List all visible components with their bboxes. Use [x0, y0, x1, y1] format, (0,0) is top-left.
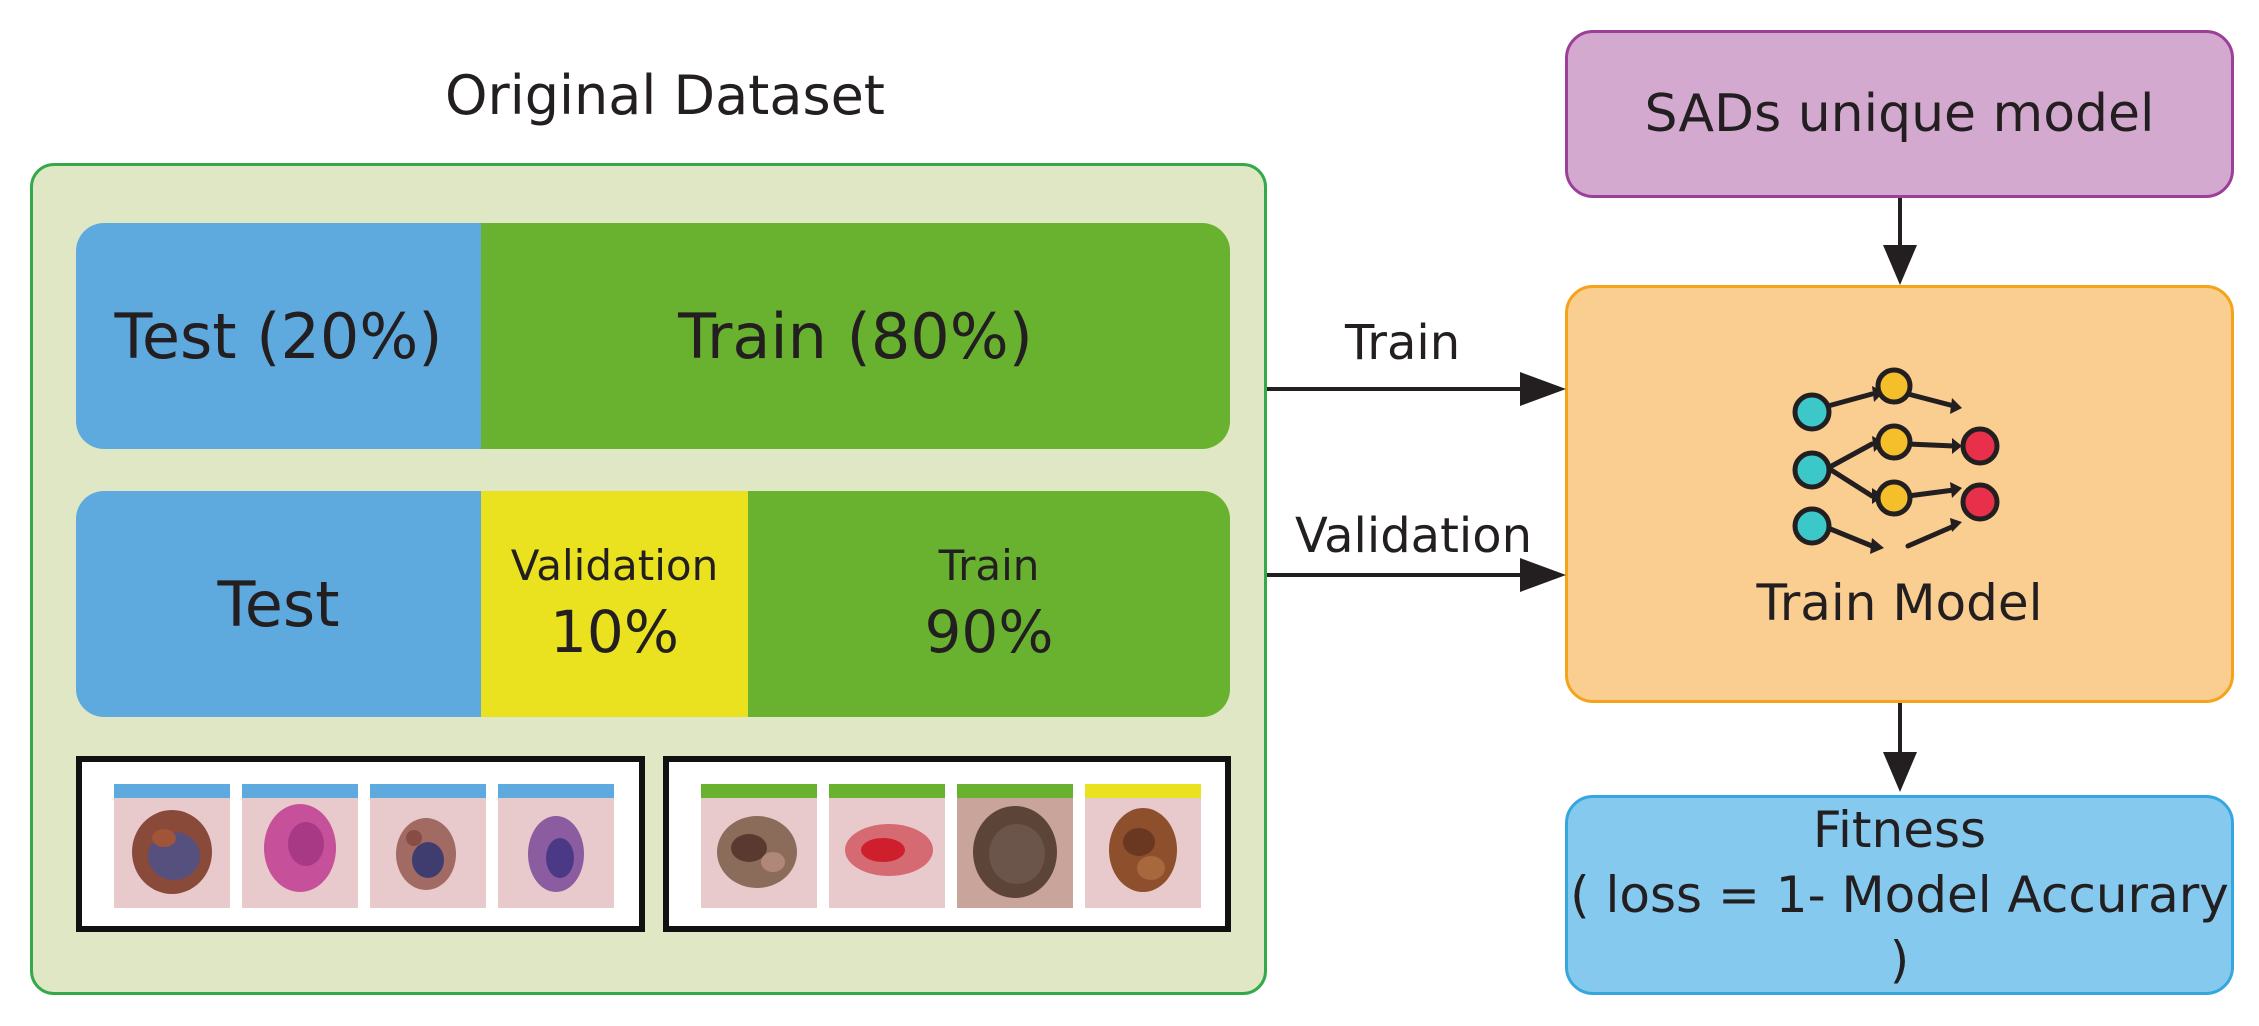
train-label: Train [938, 540, 1040, 590]
split-bar-train-test: Test (20%) Train (80%) [76, 223, 1230, 449]
split-bar-train-validation: Test Validation 10% Train 90% [76, 491, 1230, 717]
validation-segment: Validation 10% [481, 491, 748, 717]
train-model-label: Train Model [1756, 574, 2043, 632]
fitness-title: Fitness [1812, 800, 1987, 859]
lesion-image [957, 784, 1073, 908]
train-segment-2: Train 90% [748, 491, 1230, 717]
fitness-formula: ( loss = 1- Model Accurary ) [1570, 865, 2229, 989]
lesion-image [498, 784, 614, 908]
neural-network-icon [1792, 367, 1999, 554]
fitness-box: Fitness ( loss = 1- Model Accurary ) [1565, 795, 2234, 995]
lesion-image [370, 784, 486, 908]
test-segment-2: Test [76, 491, 481, 717]
edge-label-train: Train [1345, 315, 1461, 371]
lesion-image [829, 784, 945, 908]
train-segment: Train (80%) [481, 223, 1230, 449]
validation-percent: 10% [550, 598, 679, 667]
test-segment: Test (20%) [76, 223, 481, 449]
dataset-title: Original Dataset [445, 63, 885, 127]
validation-label: Validation [510, 540, 719, 590]
sads-model-box: SADs unique model [1565, 30, 2234, 198]
lesion-image [701, 784, 817, 908]
train-percent: 90% [924, 598, 1054, 667]
train-model-box: Train Model [1565, 285, 2234, 703]
test-sample-images [76, 756, 645, 932]
lesion-image [114, 784, 230, 908]
train-sample-images [663, 756, 1231, 932]
edge-label-validation: Validation [1295, 508, 1533, 564]
lesion-image [1085, 784, 1201, 908]
lesion-image [242, 784, 358, 908]
